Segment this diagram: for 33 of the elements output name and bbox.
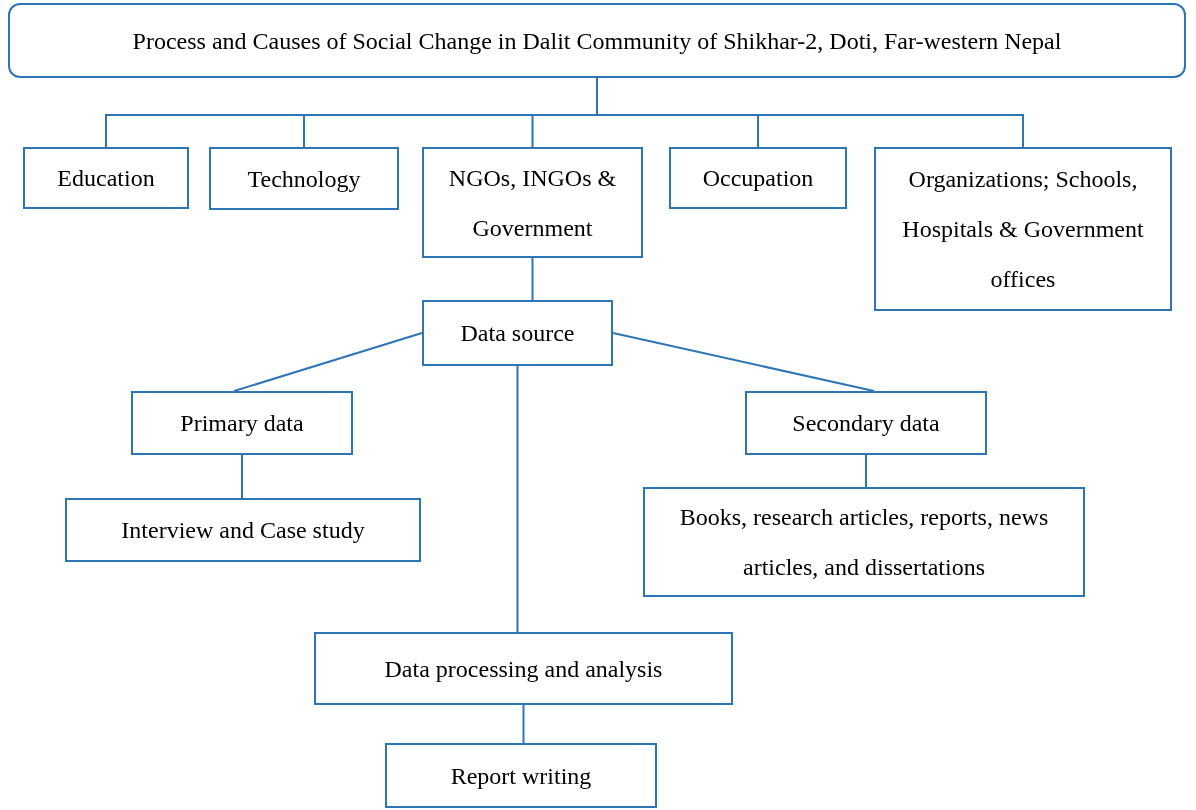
box-text: Data processing and analysis <box>384 654 663 684</box>
process-box <box>23 147 189 209</box>
process-box <box>422 147 643 258</box>
connector-line <box>531 257 534 301</box>
process-box <box>131 391 353 455</box>
box-text: Education <box>57 164 155 193</box>
box-text: Process and Causes of Social Change in Dalit Community of Shikhar-2, Doti, Far-western Nepal <box>132 26 1062 56</box>
process-box <box>745 391 987 455</box>
connector-line <box>516 365 519 633</box>
box-text: Primary data <box>180 409 304 438</box>
process-box <box>385 743 657 808</box>
box-text: NGOs, INGOs & Government <box>447 163 618 243</box>
process-box <box>65 498 421 562</box>
process-box <box>643 487 1085 597</box>
process-box <box>209 147 399 210</box>
connector-line <box>241 454 243 499</box>
process-box <box>669 147 847 209</box>
connector-line <box>233 332 423 392</box>
connector-line <box>612 332 875 392</box>
process-box <box>314 632 733 705</box>
box-text: Technology <box>247 164 361 194</box>
box-text: Occupation <box>702 164 814 193</box>
connector-line <box>865 454 867 488</box>
box-text: Books, research articles, reports, news articles, and dissertations <box>678 503 1050 582</box>
box-text: Interview and Case study <box>121 516 365 545</box>
box-text: Organizations; Schools, Hospitals & Government offices <box>901 165 1145 294</box>
box-text: Report writing <box>450 761 592 791</box>
process-box <box>422 300 613 366</box>
process-box <box>874 147 1172 311</box>
box-text: Secondary data <box>792 409 940 438</box>
title-box <box>8 3 1186 78</box>
connector-line <box>522 704 525 744</box>
box-text: Data source <box>460 319 575 348</box>
